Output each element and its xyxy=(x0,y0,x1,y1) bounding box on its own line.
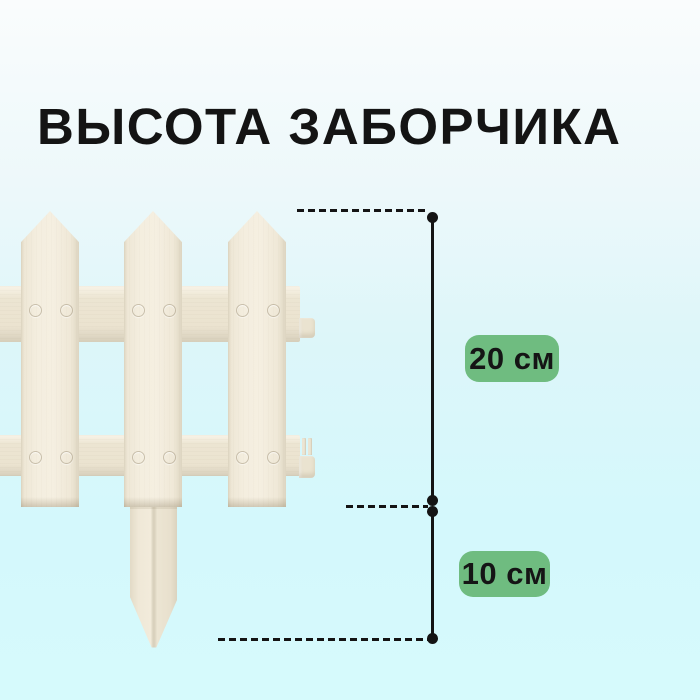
fence-connector-prong xyxy=(308,438,312,455)
dimension-badge-20cm: 20 см xyxy=(465,335,559,382)
fence-connector-prong xyxy=(302,438,306,455)
rivet-icon xyxy=(267,304,280,317)
dashed-line-top xyxy=(297,209,428,212)
dimension-dot xyxy=(427,633,438,644)
rivet-icon xyxy=(163,304,176,317)
dimension-badge-10cm: 10 см xyxy=(459,551,550,597)
rivet-icon xyxy=(132,451,145,464)
fence-picket xyxy=(124,211,182,507)
dimension-line-lower xyxy=(431,511,434,639)
dimension-line-upper xyxy=(431,217,434,501)
dimension-dot xyxy=(427,212,438,223)
rivet-icon xyxy=(267,451,280,464)
fence-picket xyxy=(228,211,286,507)
dashed-line-bottom xyxy=(218,638,429,641)
dimension-dot xyxy=(427,495,438,506)
fence-connector-tab-top xyxy=(299,318,315,338)
rivet-icon xyxy=(132,304,145,317)
rivet-icon xyxy=(163,451,176,464)
rivet-icon xyxy=(236,451,249,464)
rivet-icon xyxy=(60,451,73,464)
rivet-icon xyxy=(60,304,73,317)
dimension-dot xyxy=(427,506,438,517)
page-title: ВЫСОТА ЗАБОРЧИКА xyxy=(37,98,622,155)
rivet-icon xyxy=(29,451,42,464)
dashed-line-middle xyxy=(346,505,428,508)
fence-picket xyxy=(21,211,79,507)
fence-ground-stake xyxy=(130,505,177,648)
fence-connector-tab-bottom xyxy=(299,456,315,478)
rivet-icon xyxy=(29,304,42,317)
rivet-icon xyxy=(236,304,249,317)
